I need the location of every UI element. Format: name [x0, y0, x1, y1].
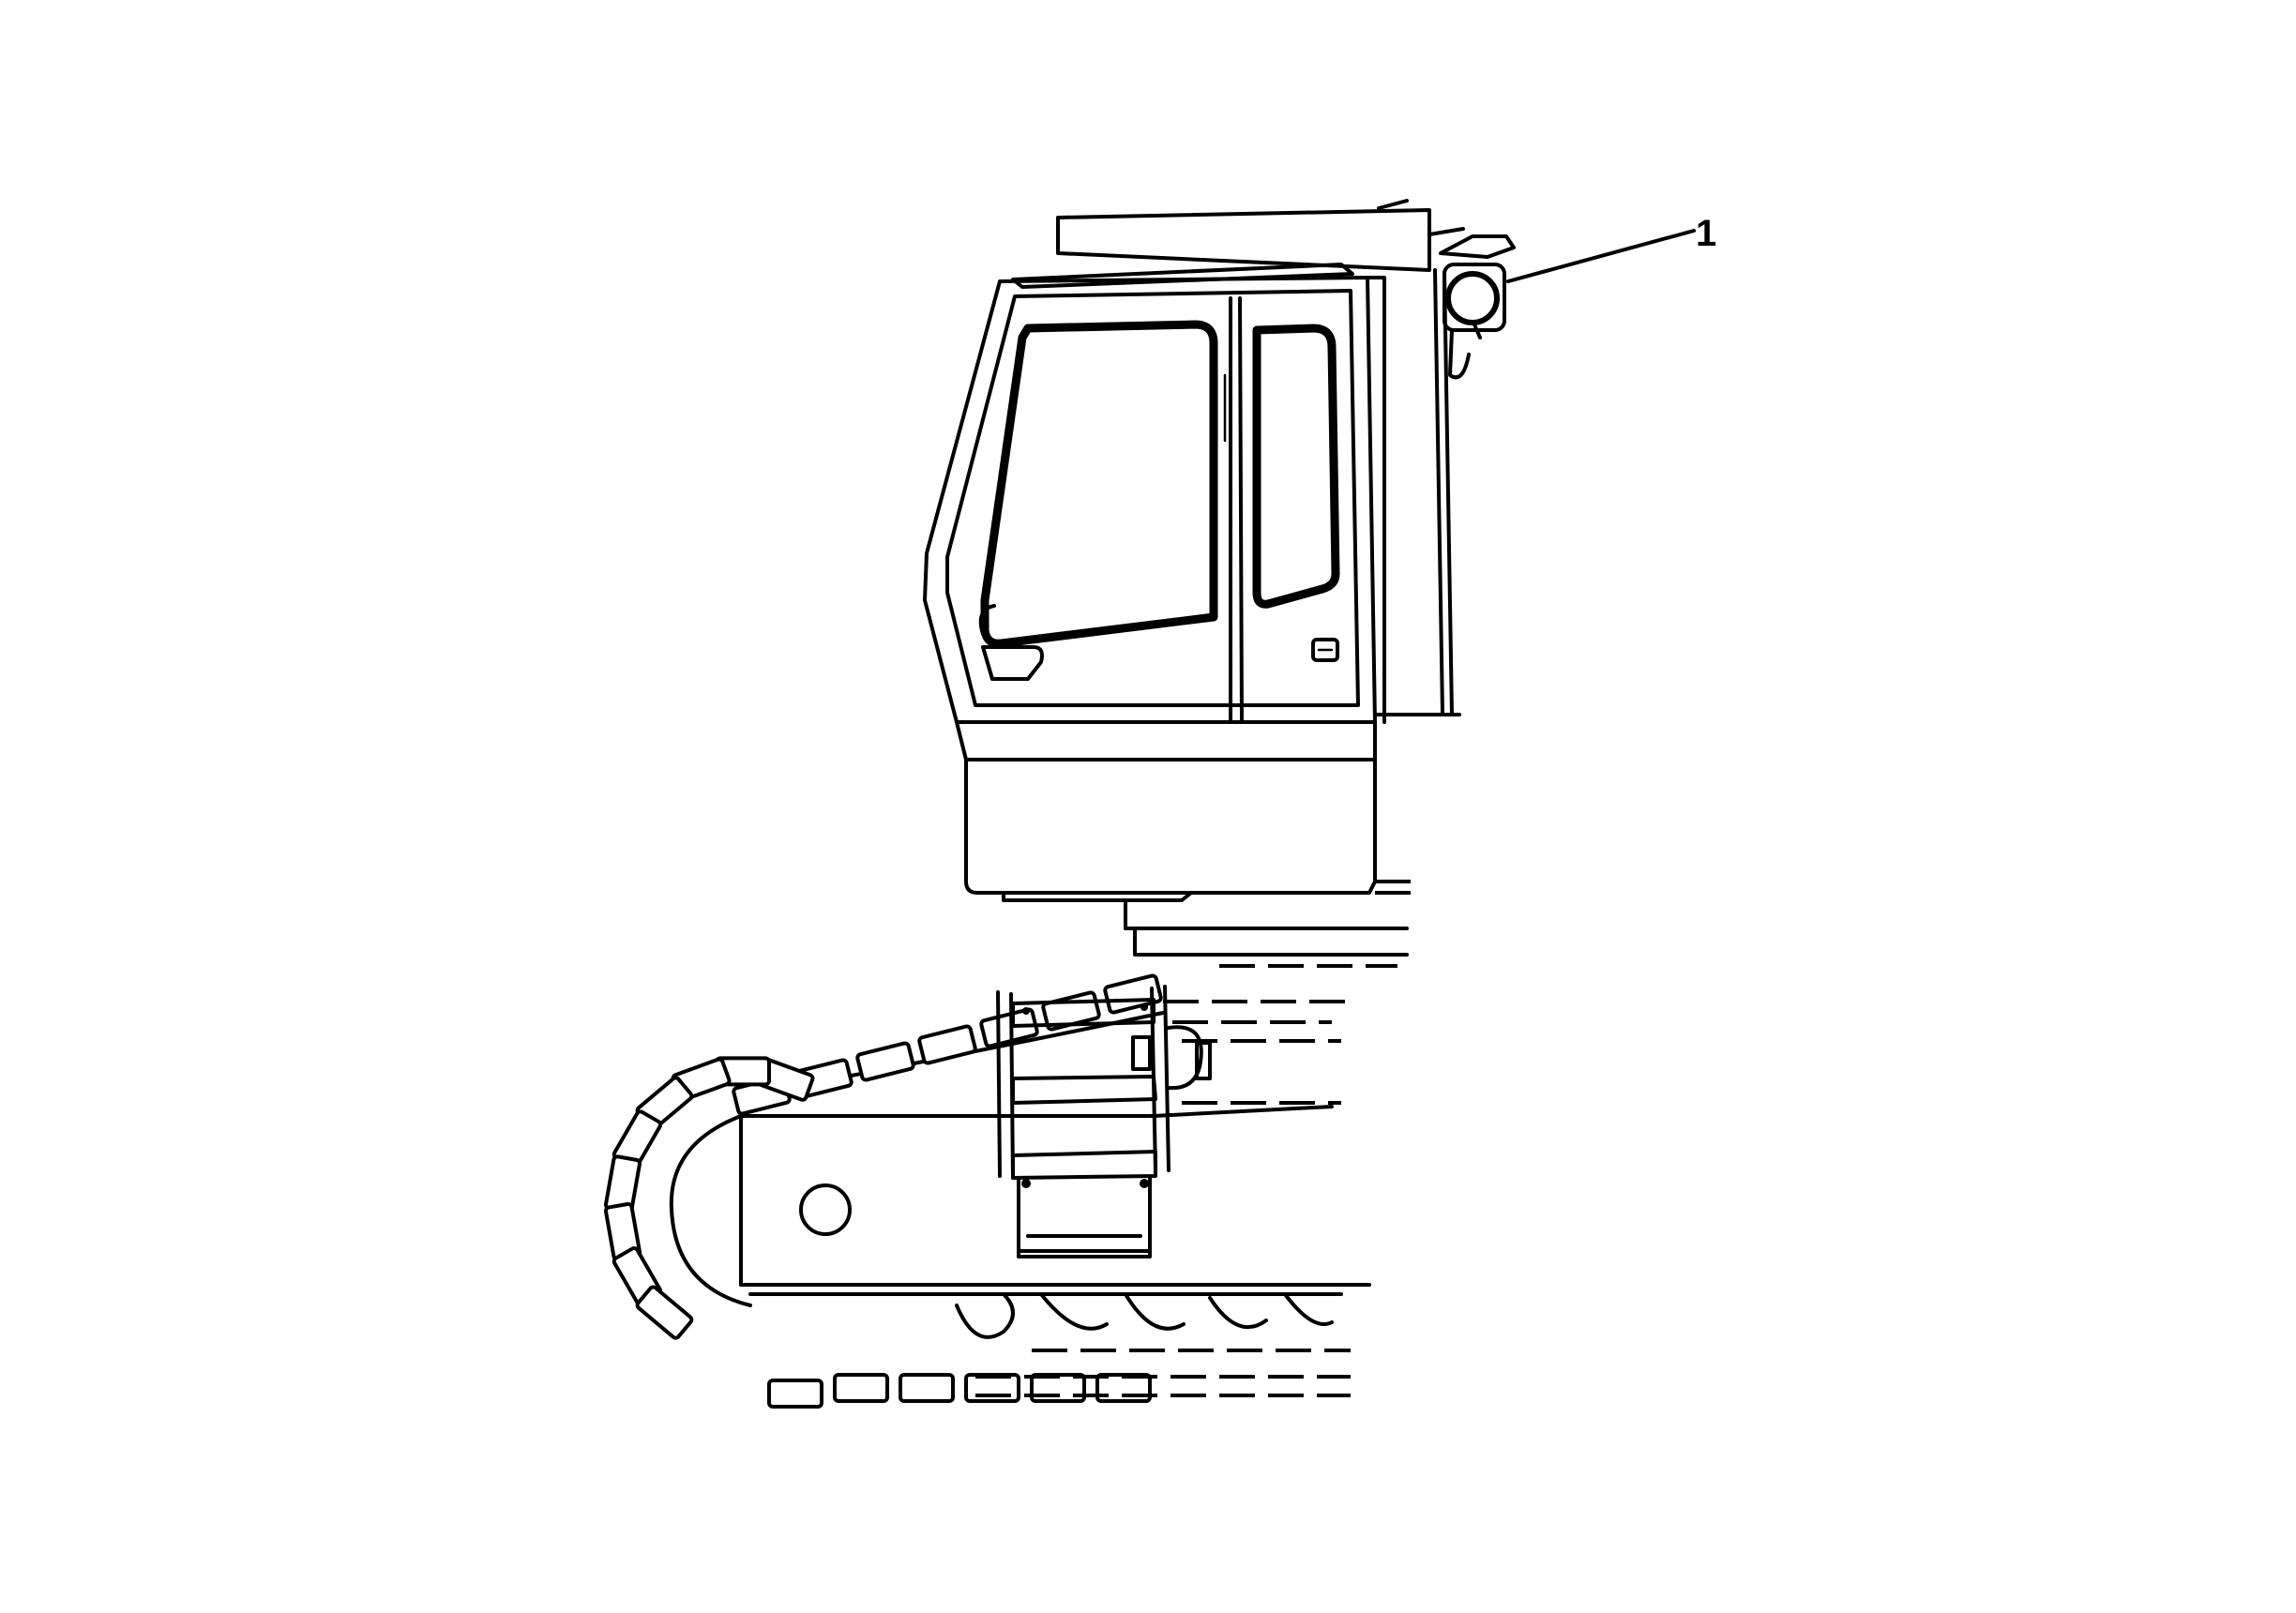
idler-hub [799, 1183, 852, 1236]
side-window [1252, 324, 1340, 609]
cab [923, 276, 1386, 724]
track-shoe [833, 1373, 889, 1403]
work-lamp [1439, 234, 1516, 380]
track-shoe [899, 1373, 955, 1403]
track-shoes [603, 973, 1163, 1409]
door-handle [1311, 638, 1339, 662]
roof-canopy [1011, 199, 1465, 289]
callout-1: 1 [1506, 213, 1716, 283]
track-shoe [917, 1024, 977, 1065]
track-rollers [955, 1292, 1351, 1397]
callout-label-1: 1 [1696, 213, 1716, 254]
lower-cab-body [955, 720, 1416, 968]
track-shoe [635, 1285, 694, 1340]
track-shoe [855, 1041, 915, 1082]
rear-body [1373, 268, 1482, 716]
front-window [980, 320, 1218, 648]
access-ladder [996, 985, 1212, 1259]
track-shoe [767, 1379, 823, 1409]
